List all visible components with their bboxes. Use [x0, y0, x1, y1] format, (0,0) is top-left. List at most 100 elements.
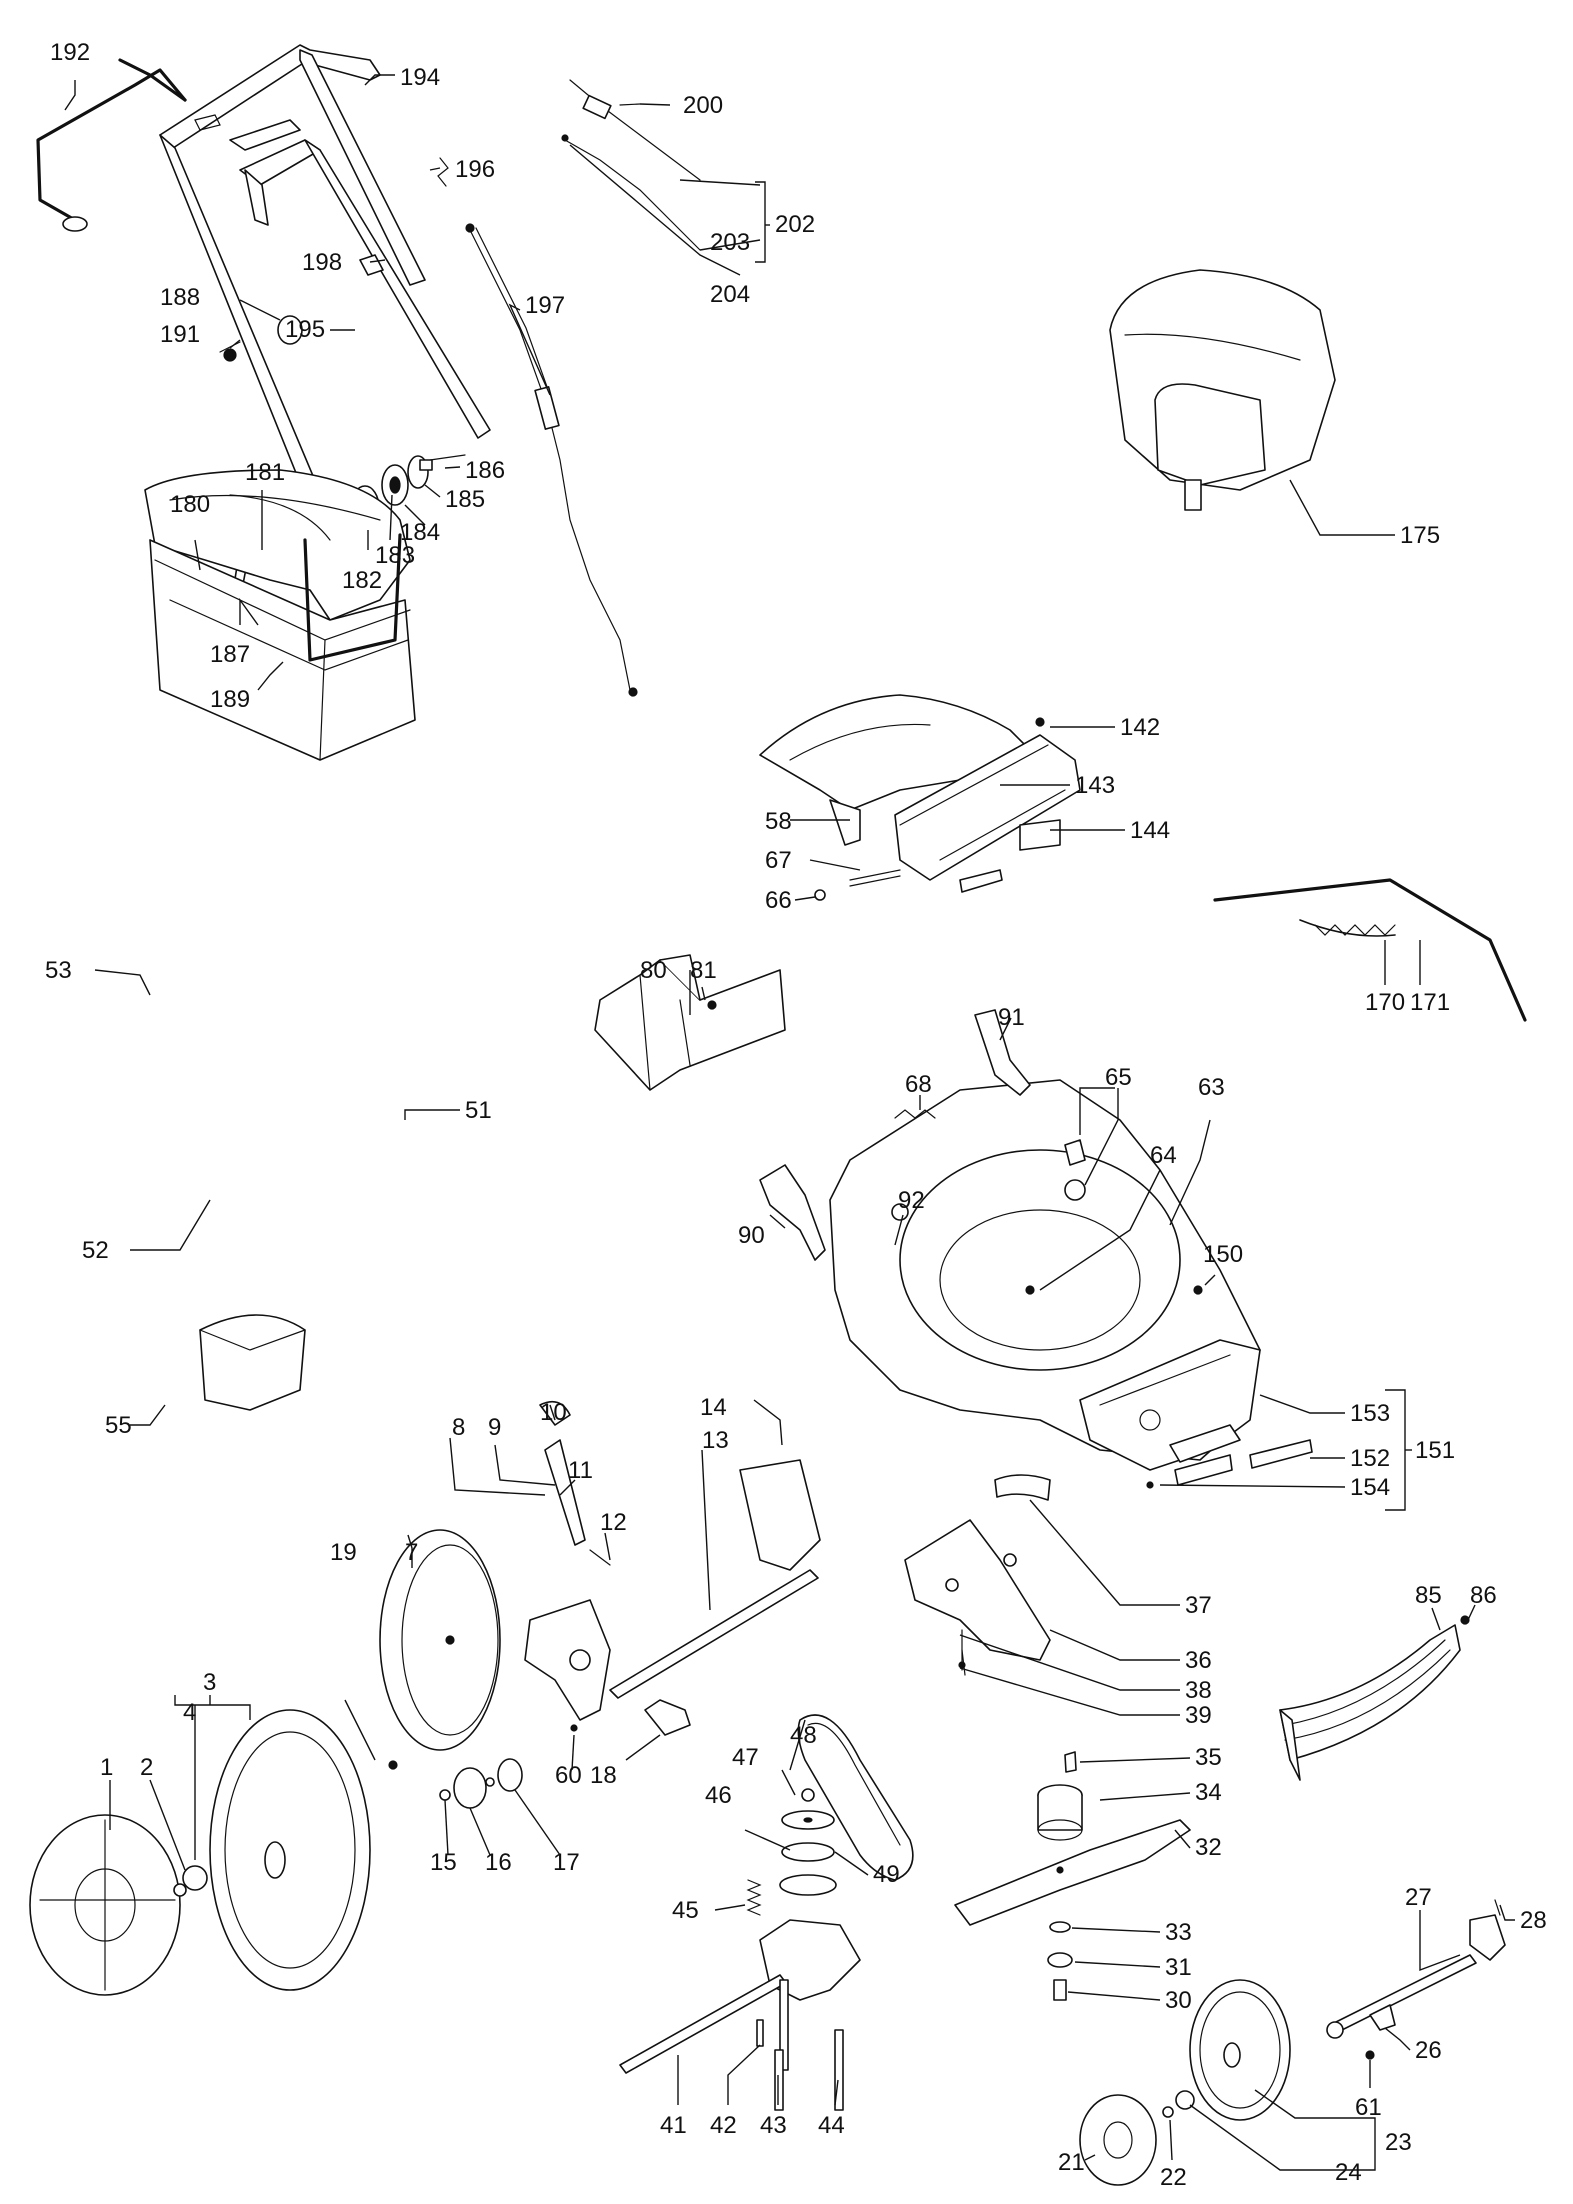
- shafts-43-44: [774, 2029, 844, 2111]
- label-151: 151: [1415, 1437, 1455, 1464]
- bearing-22: [1175, 2090, 1195, 2110]
- wire-bail-192: [36, 58, 187, 232]
- label-21: 21: [1058, 2149, 1085, 2176]
- label-17: 17: [553, 1849, 580, 1876]
- label-15: 15: [430, 1849, 457, 1876]
- label-12: 12: [600, 1509, 627, 1536]
- label-46: 46: [705, 1782, 732, 1809]
- label-153: 153: [1350, 1400, 1390, 1427]
- washer-66: [814, 889, 826, 901]
- label-60: 60: [555, 1762, 582, 1789]
- rear-flap-58: [759, 694, 1031, 846]
- label-68: 68: [905, 1071, 932, 1098]
- blade-32: [954, 1819, 1191, 1926]
- label-34: 34: [1195, 1779, 1222, 1806]
- label-42: 42: [710, 2112, 737, 2139]
- key-35: [1064, 1751, 1077, 1773]
- label-41: 41: [660, 2112, 687, 2139]
- label-1: 1: [100, 1754, 113, 1781]
- spring-68: [894, 1109, 936, 1119]
- screw-81: [707, 1000, 717, 1010]
- label-32: 32: [1195, 1834, 1222, 1861]
- label-49: 49: [873, 1861, 900, 1888]
- label-63: 63: [1198, 1074, 1225, 1101]
- label-202: 202: [775, 211, 815, 238]
- label-48: 48: [790, 1722, 817, 1749]
- pin-42: [756, 2019, 764, 2047]
- label-91: 91: [998, 1004, 1025, 1031]
- label-186: 186: [465, 457, 505, 484]
- label-80: 80: [640, 957, 667, 984]
- label-19: 19: [330, 1539, 357, 1566]
- label-58: 58: [765, 808, 792, 835]
- spring-45: [746, 1879, 762, 1916]
- mulch-plug-55: [199, 1314, 306, 1411]
- rear-wheel-4: [209, 1709, 371, 1991]
- label-204: 204: [710, 281, 750, 308]
- label-36: 36: [1185, 1647, 1212, 1674]
- grass-catcher-frame-53: [144, 469, 411, 621]
- label-144: 144: [1130, 817, 1170, 844]
- label-43: 43: [760, 2112, 787, 2139]
- label-47: 47: [732, 1744, 759, 1771]
- label-55: 55: [105, 1412, 132, 1439]
- label-175: 175: [1400, 522, 1440, 549]
- hubcap-21: [1079, 2094, 1157, 2186]
- label-188: 188: [160, 284, 200, 311]
- side-discharge-151: [1146, 1424, 1313, 1489]
- engine-175: [1109, 269, 1336, 511]
- label-51: 51: [465, 1097, 492, 1124]
- label-170: 170: [1365, 989, 1405, 1016]
- pulley-set-46-49: [779, 1788, 837, 1896]
- height-lever-90: [759, 1164, 826, 1261]
- label-23: 23: [1385, 2129, 1412, 2156]
- hinge-pin-67: [849, 869, 901, 887]
- screw-150: [1193, 1285, 1203, 1295]
- label-26: 26: [1415, 2037, 1442, 2064]
- label-142: 142: [1120, 714, 1160, 741]
- label-180: 180: [170, 491, 210, 518]
- label-22: 22: [1160, 2164, 1187, 2191]
- label-81: 81: [690, 957, 717, 984]
- label-86: 86: [1470, 1582, 1497, 1609]
- label-2: 2: [140, 1754, 153, 1781]
- label-31: 31: [1165, 1954, 1192, 1981]
- front-axle-27: [1326, 1899, 1506, 2039]
- lower-handle-195: [239, 139, 491, 439]
- label-143: 143: [1075, 772, 1115, 799]
- label-198: 198: [302, 249, 342, 276]
- label-45: 45: [672, 1897, 699, 1924]
- height-adjuster-65: [1064, 1139, 1086, 1201]
- label-154: 154: [1350, 1474, 1390, 1501]
- front-wheel-24: [1189, 1979, 1291, 2121]
- rear-guard-143: [894, 734, 1081, 881]
- washer-33: [1049, 1921, 1071, 1933]
- throttle-cable-202: [561, 79, 701, 251]
- hubcap-1: [29, 1814, 181, 1996]
- washer-22: [1162, 2106, 1174, 2118]
- label-39: 39: [1185, 1702, 1212, 1729]
- screw-61: [1365, 2050, 1375, 2060]
- upper-handle-194: [159, 44, 426, 546]
- belt-48: [797, 1714, 914, 1881]
- screw-19: [388, 1760, 398, 1770]
- label-64: 64: [1150, 1142, 1177, 1169]
- rear-bracket-80: [594, 954, 786, 1091]
- label-65: 65: [1105, 1064, 1132, 1091]
- rear-skirt-85: [1279, 1624, 1461, 1781]
- label-200: 200: [683, 92, 723, 119]
- label-53: 53: [45, 957, 72, 984]
- label-203: 203: [710, 229, 750, 256]
- label-3: 3: [203, 1669, 216, 1696]
- label-171: 171: [1410, 989, 1450, 1016]
- label-33: 33: [1165, 1919, 1192, 1946]
- label-28: 28: [1520, 1907, 1547, 1934]
- label-195: 195: [285, 316, 325, 343]
- screw-60: [570, 1724, 578, 1732]
- label-181: 181: [245, 459, 285, 486]
- label-197: 197: [525, 292, 565, 319]
- label-67: 67: [765, 847, 792, 874]
- label-44: 44: [818, 2112, 845, 2139]
- label-187: 187: [210, 641, 250, 668]
